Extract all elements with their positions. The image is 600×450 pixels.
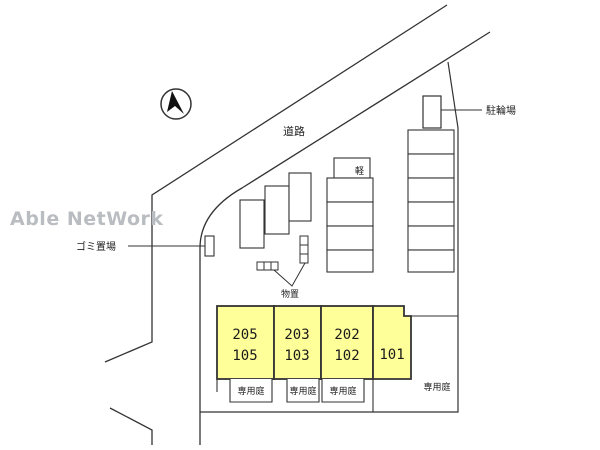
storage-label: 物置 [281,288,299,300]
unit-number: 105 [232,348,257,364]
parking-left-blocks [239,172,312,249]
road-label: 道路 [283,124,305,138]
north-arrow-icon [160,88,192,120]
storage-leaders [273,262,306,287]
private-garden-outlines [229,379,365,403]
building [216,305,412,380]
site-boundary [200,61,459,413]
parking-column-middle [326,157,374,273]
parking-column-right [407,129,455,273]
road-inner-edge [199,31,491,445]
unit-number: 102 [334,348,359,364]
garbage-label: ゴミ置場 [76,240,116,253]
bike-parking-structure [422,95,442,129]
unit-number: 103 [284,348,309,364]
private-garden-label: 専用庭 [423,381,450,393]
road-edges [104,4,491,445]
watermark: Able NetWork [10,208,164,230]
road-lower-edge [109,407,153,445]
unit-101 [372,305,412,380]
road-outer-edge [104,4,448,363]
bike-parking-label: 駐輪場 [486,104,516,117]
private-garden-label: 専用庭 [237,385,264,397]
unit-number: 202 [334,327,359,343]
private-garden-label: 専用庭 [289,385,316,397]
unit-number: 205 [232,327,257,343]
storage-units [256,235,309,271]
unit-number: 101 [379,347,404,363]
kei-car-label: 軽 [355,166,364,177]
private-garden-label: 専用庭 [329,385,356,397]
unit-number: 203 [284,327,309,343]
garbage-area [204,235,215,257]
unit-203-103 [273,305,322,380]
